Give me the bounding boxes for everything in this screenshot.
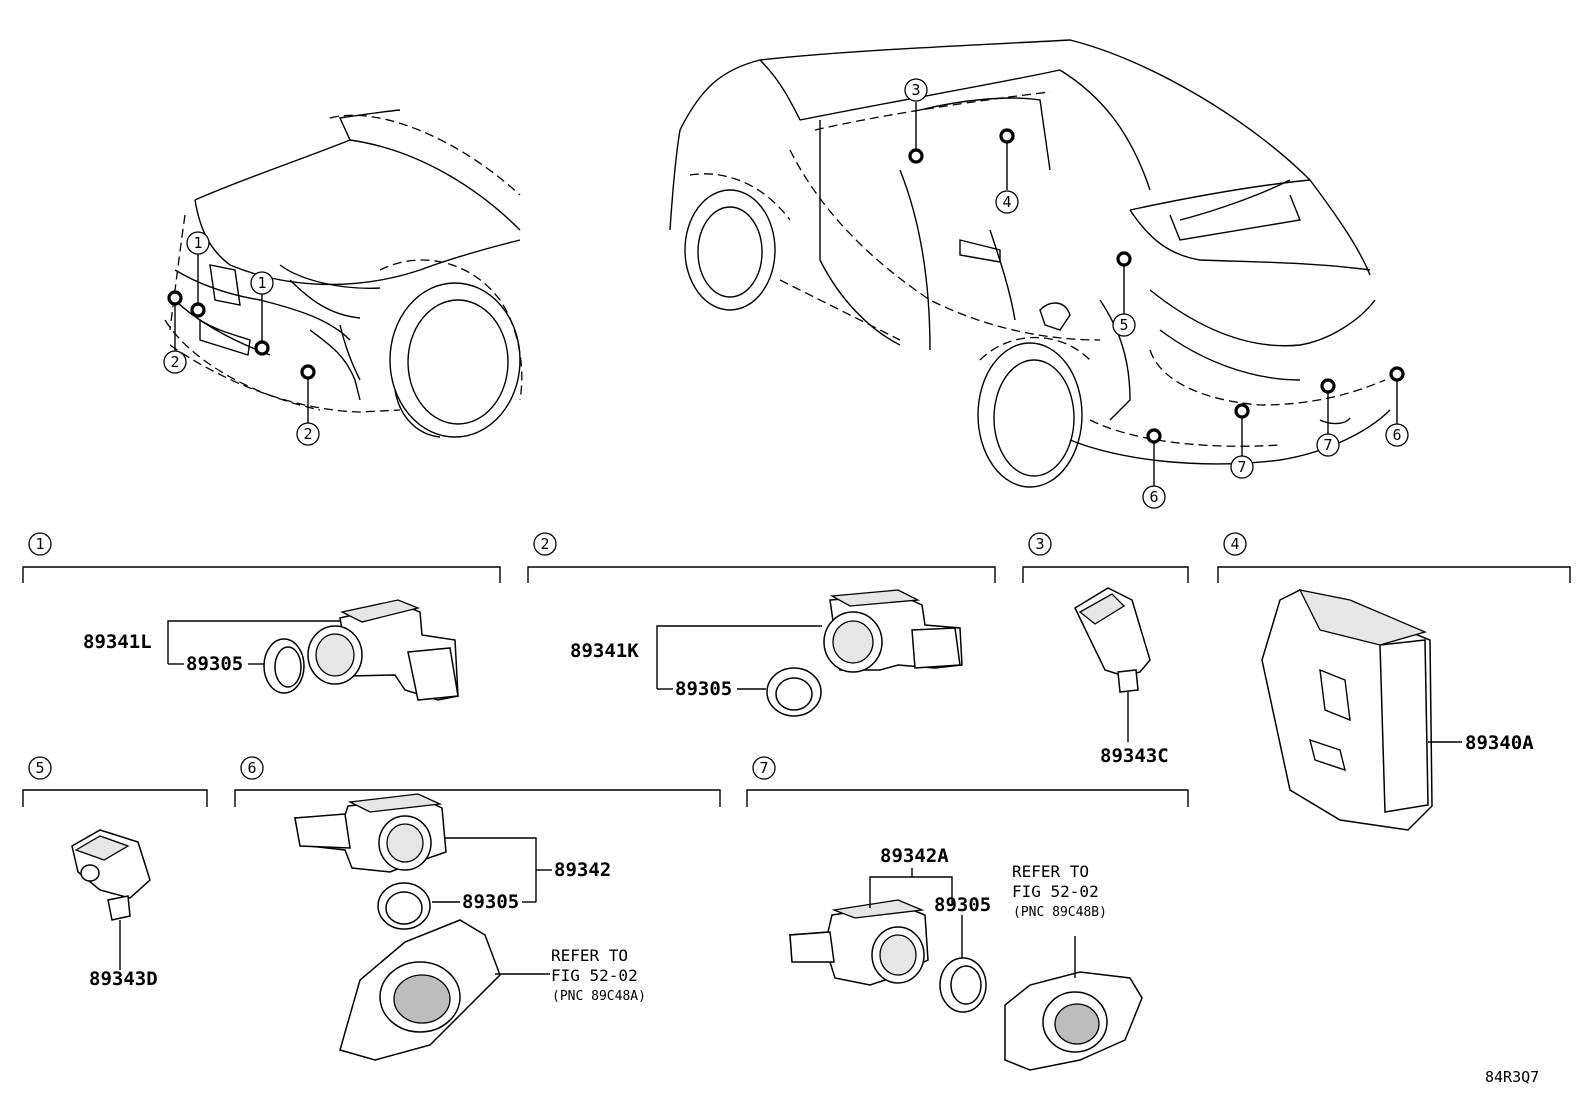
refer-to-g6-line2: FIG 52-02 [551,966,638,985]
group-2-number: 2 [540,535,549,553]
part-89305-label-g7: 89305 [934,894,991,916]
part-89342-label: 89342 [554,859,611,881]
group-2-parts: 89341K 89305 [570,589,963,717]
callout-7b: 7 [1323,436,1332,454]
callout-2b: 2 [303,425,312,443]
group-4-parts: 89340A [1261,589,1534,831]
callout-1b: 1 [257,274,266,292]
group-7-parts: 89342A 89305 REFER TO FIG 52-02 (PNC 89C… [789,845,1143,1071]
part-89343D-label: 89343D [89,968,158,990]
part-89305-label-g6: 89305 [462,891,519,913]
part-89340A-label: 89340A [1465,732,1534,754]
part-89341K-label: 89341K [570,640,639,662]
front-markers [167,252,316,424]
vehicle-callouts: 1 1 2 2 3 4 5 6 7 7 6 [163,78,1409,509]
refer-to-g7-line2: FIG 52-02 [1012,882,1099,901]
group-7-number: 7 [759,759,768,777]
part-89341L-label: 89341L [83,631,152,653]
part-89305-label-g1: 89305 [186,653,243,675]
callout-3: 3 [911,81,920,99]
callout-6b: 6 [1392,426,1401,444]
group-5-parts: 89343D [71,829,158,990]
part-89342A-label: 89342A [880,845,949,867]
group-1-parts: 89341L 89305 [83,599,459,701]
group-6-number: 6 [247,759,256,777]
callout-2a: 2 [170,353,179,371]
rear-vehicle-view [669,39,1391,488]
part-89305-label-g2: 89305 [675,678,732,700]
figure-code: 84R3Q7 [1485,1068,1539,1086]
refer-to-g6-line3: (PNC 89C48A) [552,989,646,1004]
refer-to-g7-line1: REFER TO [1012,862,1089,881]
group-1-number: 1 [35,535,44,553]
refer-to-g7-line3: (PNC 89C48B) [1013,905,1107,920]
refer-to-g6-line1: REFER TO [551,946,628,965]
group-5-number: 5 [35,759,44,777]
callout-1a: 1 [193,234,202,252]
section-headers: 1 2 3 4 5 6 7 [22,532,1571,807]
callout-4: 4 [1002,193,1011,211]
front-vehicle-view [164,109,523,438]
group-3-number: 3 [1035,535,1044,553]
group-4-number: 4 [1230,535,1239,553]
callout-6a: 6 [1149,488,1158,506]
callout-7a: 7 [1237,458,1246,476]
part-89343C-label: 89343C [1100,745,1169,767]
group-6-parts: 89342 89305 REFER TO FIG 52-02 (PNC 89C4… [294,793,646,1061]
rear-markers [908,102,1405,486]
group-3-parts: 89343C [1074,587,1169,767]
callout-5: 5 [1119,316,1128,334]
